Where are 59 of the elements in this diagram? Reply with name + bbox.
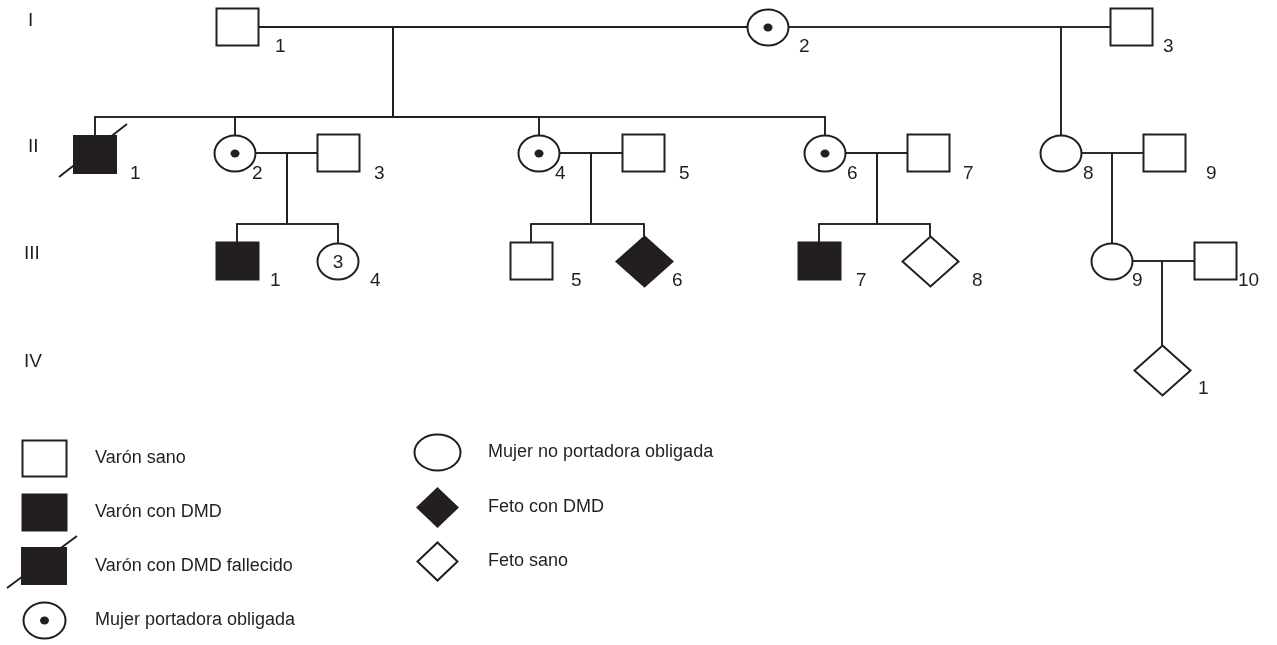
individual-number: 8	[1083, 163, 1094, 182]
affected-male-square	[796, 241, 842, 281]
individual-number: 1	[275, 36, 286, 55]
individual-number: 8	[972, 270, 983, 289]
legend-text: Mujer no portadora obligada	[488, 442, 714, 460]
healthy-male-square	[1141, 133, 1187, 173]
individual-number: 6	[847, 163, 858, 182]
individual-number: 5	[679, 163, 690, 182]
generation-label: II	[28, 136, 39, 155]
affected-male-square	[214, 241, 260, 281]
healthy-male-square	[620, 133, 666, 173]
individual-number: 5	[571, 270, 582, 289]
generation-label: I	[28, 10, 34, 29]
individual-number: 10	[1238, 270, 1260, 289]
individual-number: 3	[374, 163, 385, 182]
individual-number: 9	[1206, 163, 1217, 182]
female-circle	[1039, 133, 1083, 173]
affected-fetus-diamond	[614, 234, 674, 288]
individual-number: 7	[963, 163, 974, 182]
fetus-diamond	[1132, 343, 1192, 397]
legend-text: Mujer portadora obligada	[95, 610, 296, 628]
individual-number: 1	[270, 270, 281, 289]
individual-number: 1	[1198, 378, 1209, 397]
healthy-male-square	[508, 241, 554, 281]
pedigree-line	[286, 152, 339, 244]
individual-number: 2	[252, 163, 263, 182]
pedigree-line	[1111, 152, 1144, 244]
legend-text: Feto sano	[488, 551, 569, 569]
female-circle	[316, 241, 360, 281]
carrier-female-circle	[803, 133, 847, 173]
legend-text: Varón sano	[95, 448, 186, 466]
individual-number: 4	[555, 163, 566, 182]
individual-number: 7	[856, 270, 867, 289]
legend-text: Feto con DMD	[488, 497, 605, 515]
healthy-male-square	[214, 7, 260, 47]
fetus-diamond	[900, 234, 960, 288]
individual-number: 3	[1163, 36, 1174, 55]
symbol-count: 3	[332, 251, 344, 271]
healthy-male-square	[315, 133, 361, 173]
individual-number: 6	[672, 270, 683, 289]
individual-number: 2	[799, 36, 810, 55]
pedigree-line	[392, 26, 826, 136]
pedigree-line	[1060, 26, 1111, 136]
pedigree-line	[590, 152, 645, 237]
healthy-male-square	[1192, 241, 1238, 281]
generation-label: IV	[24, 351, 42, 370]
pedigree-line	[876, 152, 931, 237]
individual-number: 9	[1132, 270, 1143, 289]
healthy-male-square	[905, 133, 951, 173]
female-circle	[1090, 241, 1134, 281]
individual-number: 1	[130, 163, 141, 182]
generation-label: III	[24, 243, 40, 262]
healthy-male-square	[1108, 7, 1154, 47]
deceased-affected-male-square	[58, 122, 128, 178]
pedigree-line	[1161, 260, 1195, 346]
carrier-female-circle	[746, 7, 790, 47]
individual-number: 4	[370, 270, 381, 289]
legend-text: Varón con DMD fallecido	[95, 556, 293, 574]
legend-text: Varón con DMD	[95, 502, 222, 520]
